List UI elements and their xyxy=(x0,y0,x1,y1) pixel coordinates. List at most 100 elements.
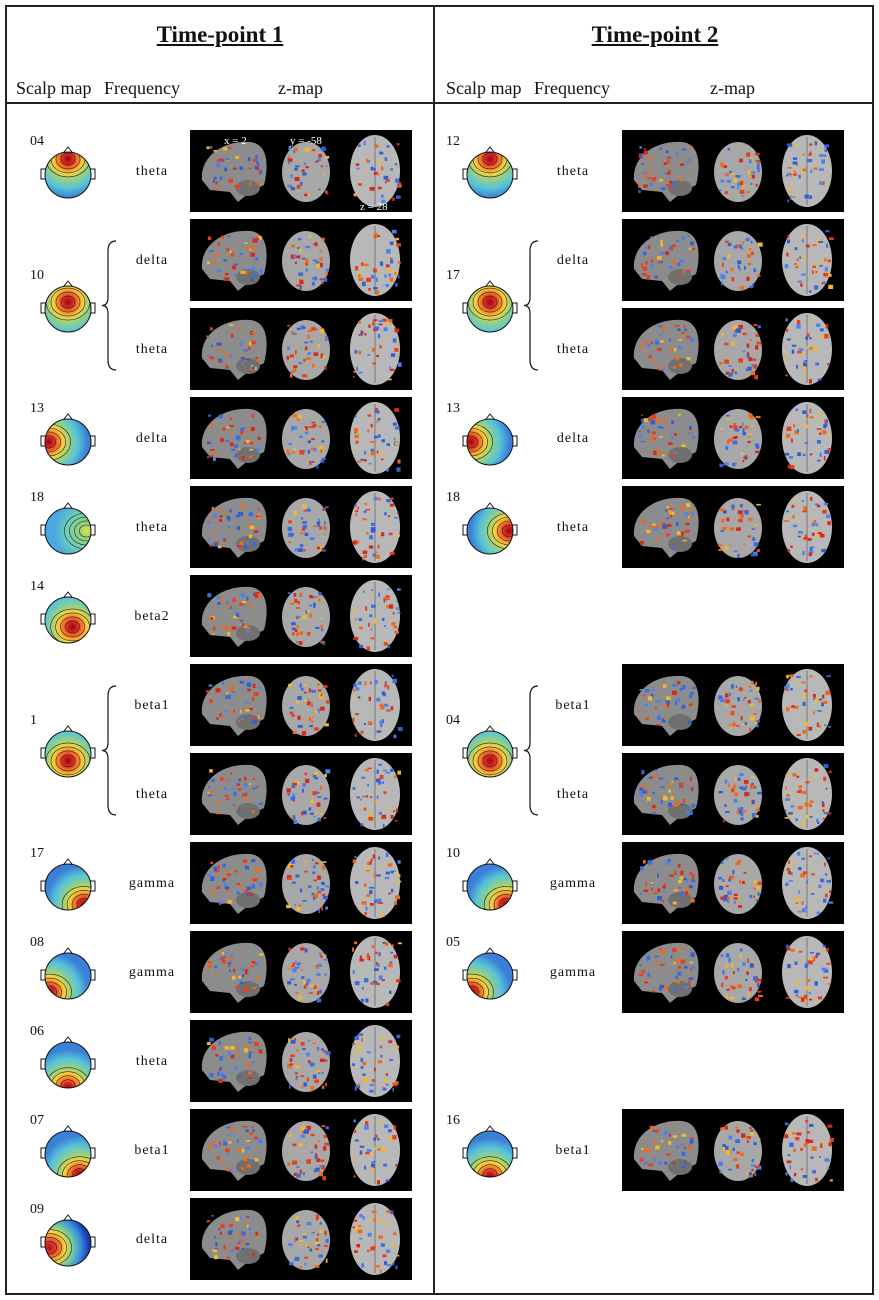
scalp-component-id: 16 xyxy=(446,1113,460,1128)
scalp-component-id: 17 xyxy=(446,267,460,283)
frequency-label: gamma xyxy=(549,876,597,891)
scalp-map-icon xyxy=(462,279,518,332)
z-map-panel xyxy=(190,1020,412,1102)
z-map-image xyxy=(633,1114,834,1186)
z-map-image xyxy=(633,313,832,385)
scalp-map-icon xyxy=(40,947,96,1000)
scalp-map-icon xyxy=(462,146,518,199)
z-map-image xyxy=(201,580,401,652)
scalp-map-icon xyxy=(40,724,96,777)
scalp-map-icon xyxy=(462,413,518,466)
z-map-image xyxy=(201,936,402,1008)
z-map-image xyxy=(201,1203,400,1275)
header-rule xyxy=(5,102,874,104)
scalp-map-icon xyxy=(40,1036,96,1089)
coord-y-label: y = -58 xyxy=(290,135,322,147)
z-map-panel xyxy=(622,486,844,568)
frequency-label: gamma xyxy=(128,876,176,891)
scalp-component-id: 17 xyxy=(30,846,44,861)
panel-title-tp2: Time-point 2 xyxy=(591,22,719,47)
panel-title-tp1: Time-point 1 xyxy=(156,22,284,47)
scalp-component-id: 09 xyxy=(30,1202,44,1217)
z-map-panel xyxy=(190,1109,412,1191)
scalp-component-id: 06 xyxy=(30,1024,44,1039)
z-map-image xyxy=(633,936,832,1008)
frequency-label: beta1 xyxy=(555,698,591,713)
z-map-panel xyxy=(190,753,412,835)
z-map-panel xyxy=(190,664,412,746)
z-map-panel xyxy=(622,664,844,746)
scalp-map-icon xyxy=(40,1125,96,1178)
header-scalp-tp2: Scalp map xyxy=(446,78,522,98)
scalp-component-id: 04 xyxy=(30,134,44,149)
group-brace xyxy=(101,240,117,371)
scalp-component-id: 1 xyxy=(30,712,37,728)
z-map-image xyxy=(201,224,401,296)
z-map-panel xyxy=(190,931,412,1013)
scalp-component-id: 13 xyxy=(446,401,460,416)
z-map-image xyxy=(633,135,832,207)
z-map-panel xyxy=(622,1109,844,1191)
scalp-component-id: 10 xyxy=(446,846,460,861)
z-map-image xyxy=(633,847,834,919)
z-map-panel xyxy=(622,397,844,479)
z-map-image xyxy=(633,669,832,741)
scalp-map-icon xyxy=(462,724,518,777)
header-scalp-tp1: Scalp map xyxy=(16,78,92,98)
frequency-label: theta xyxy=(135,520,169,535)
frequency-label: delta xyxy=(135,1232,169,1247)
z-map-image xyxy=(201,669,403,741)
column-divider xyxy=(433,5,435,1295)
scalp-map-icon xyxy=(40,1214,96,1267)
scalp-map-icon xyxy=(40,858,96,911)
frequency-label: beta2 xyxy=(134,609,170,624)
z-map-panel xyxy=(190,1198,412,1280)
scalp-component-id: 12 xyxy=(446,134,460,149)
scalp-component-id: 07 xyxy=(30,1113,44,1128)
frequency-label: theta xyxy=(556,520,590,535)
z-map-panel xyxy=(190,308,412,390)
scalp-map-icon xyxy=(462,1125,518,1178)
frequency-label: theta xyxy=(135,1054,169,1069)
frequency-label: beta1 xyxy=(134,1143,170,1158)
frequency-label: delta xyxy=(135,253,169,268)
z-map-panel xyxy=(190,486,412,568)
frequency-label: theta xyxy=(135,787,169,802)
scalp-map-icon xyxy=(40,279,96,332)
group-brace xyxy=(523,685,539,816)
z-map-image xyxy=(201,491,400,563)
frequency-label: delta xyxy=(556,431,590,446)
scalp-map-icon xyxy=(462,947,518,1000)
z-map-image xyxy=(201,1114,400,1186)
frequency-label: delta xyxy=(135,431,169,446)
z-map-panel xyxy=(622,130,844,212)
scalp-component-id: 10 xyxy=(30,267,44,283)
z-map-panel xyxy=(622,753,844,835)
scalp-map-icon xyxy=(462,502,518,555)
scalp-component-id: 05 xyxy=(446,935,460,950)
z-map-image xyxy=(201,313,402,385)
coord-z-label: z = 28 xyxy=(360,201,388,212)
scalp-component-id: 18 xyxy=(446,490,460,505)
scalp-map-icon xyxy=(40,413,96,466)
z-map-panel xyxy=(190,397,412,479)
scalp-map-icon xyxy=(40,502,96,555)
z-map-panel xyxy=(622,219,844,301)
header-zmap-tp1: z-map xyxy=(278,78,323,98)
scalp-component-id: 08 xyxy=(30,935,44,950)
scalp-component-id: 04 xyxy=(446,712,460,728)
z-map-panel xyxy=(190,842,412,924)
z-map-image xyxy=(633,758,832,830)
frequency-label: gamma xyxy=(549,965,597,980)
scalp-map-icon xyxy=(40,591,96,644)
frequency-label: beta1 xyxy=(555,1143,591,1158)
header-zmap-tp2: z-map xyxy=(710,78,755,98)
frequency-label: beta1 xyxy=(134,698,170,713)
frequency-label: delta xyxy=(556,253,590,268)
z-map-panel xyxy=(190,219,412,301)
header-frequency-tp2: Frequency xyxy=(534,78,610,98)
scalp-component-id: 13 xyxy=(30,401,44,416)
frequency-label: theta xyxy=(556,164,590,179)
z-map-image xyxy=(633,491,832,563)
